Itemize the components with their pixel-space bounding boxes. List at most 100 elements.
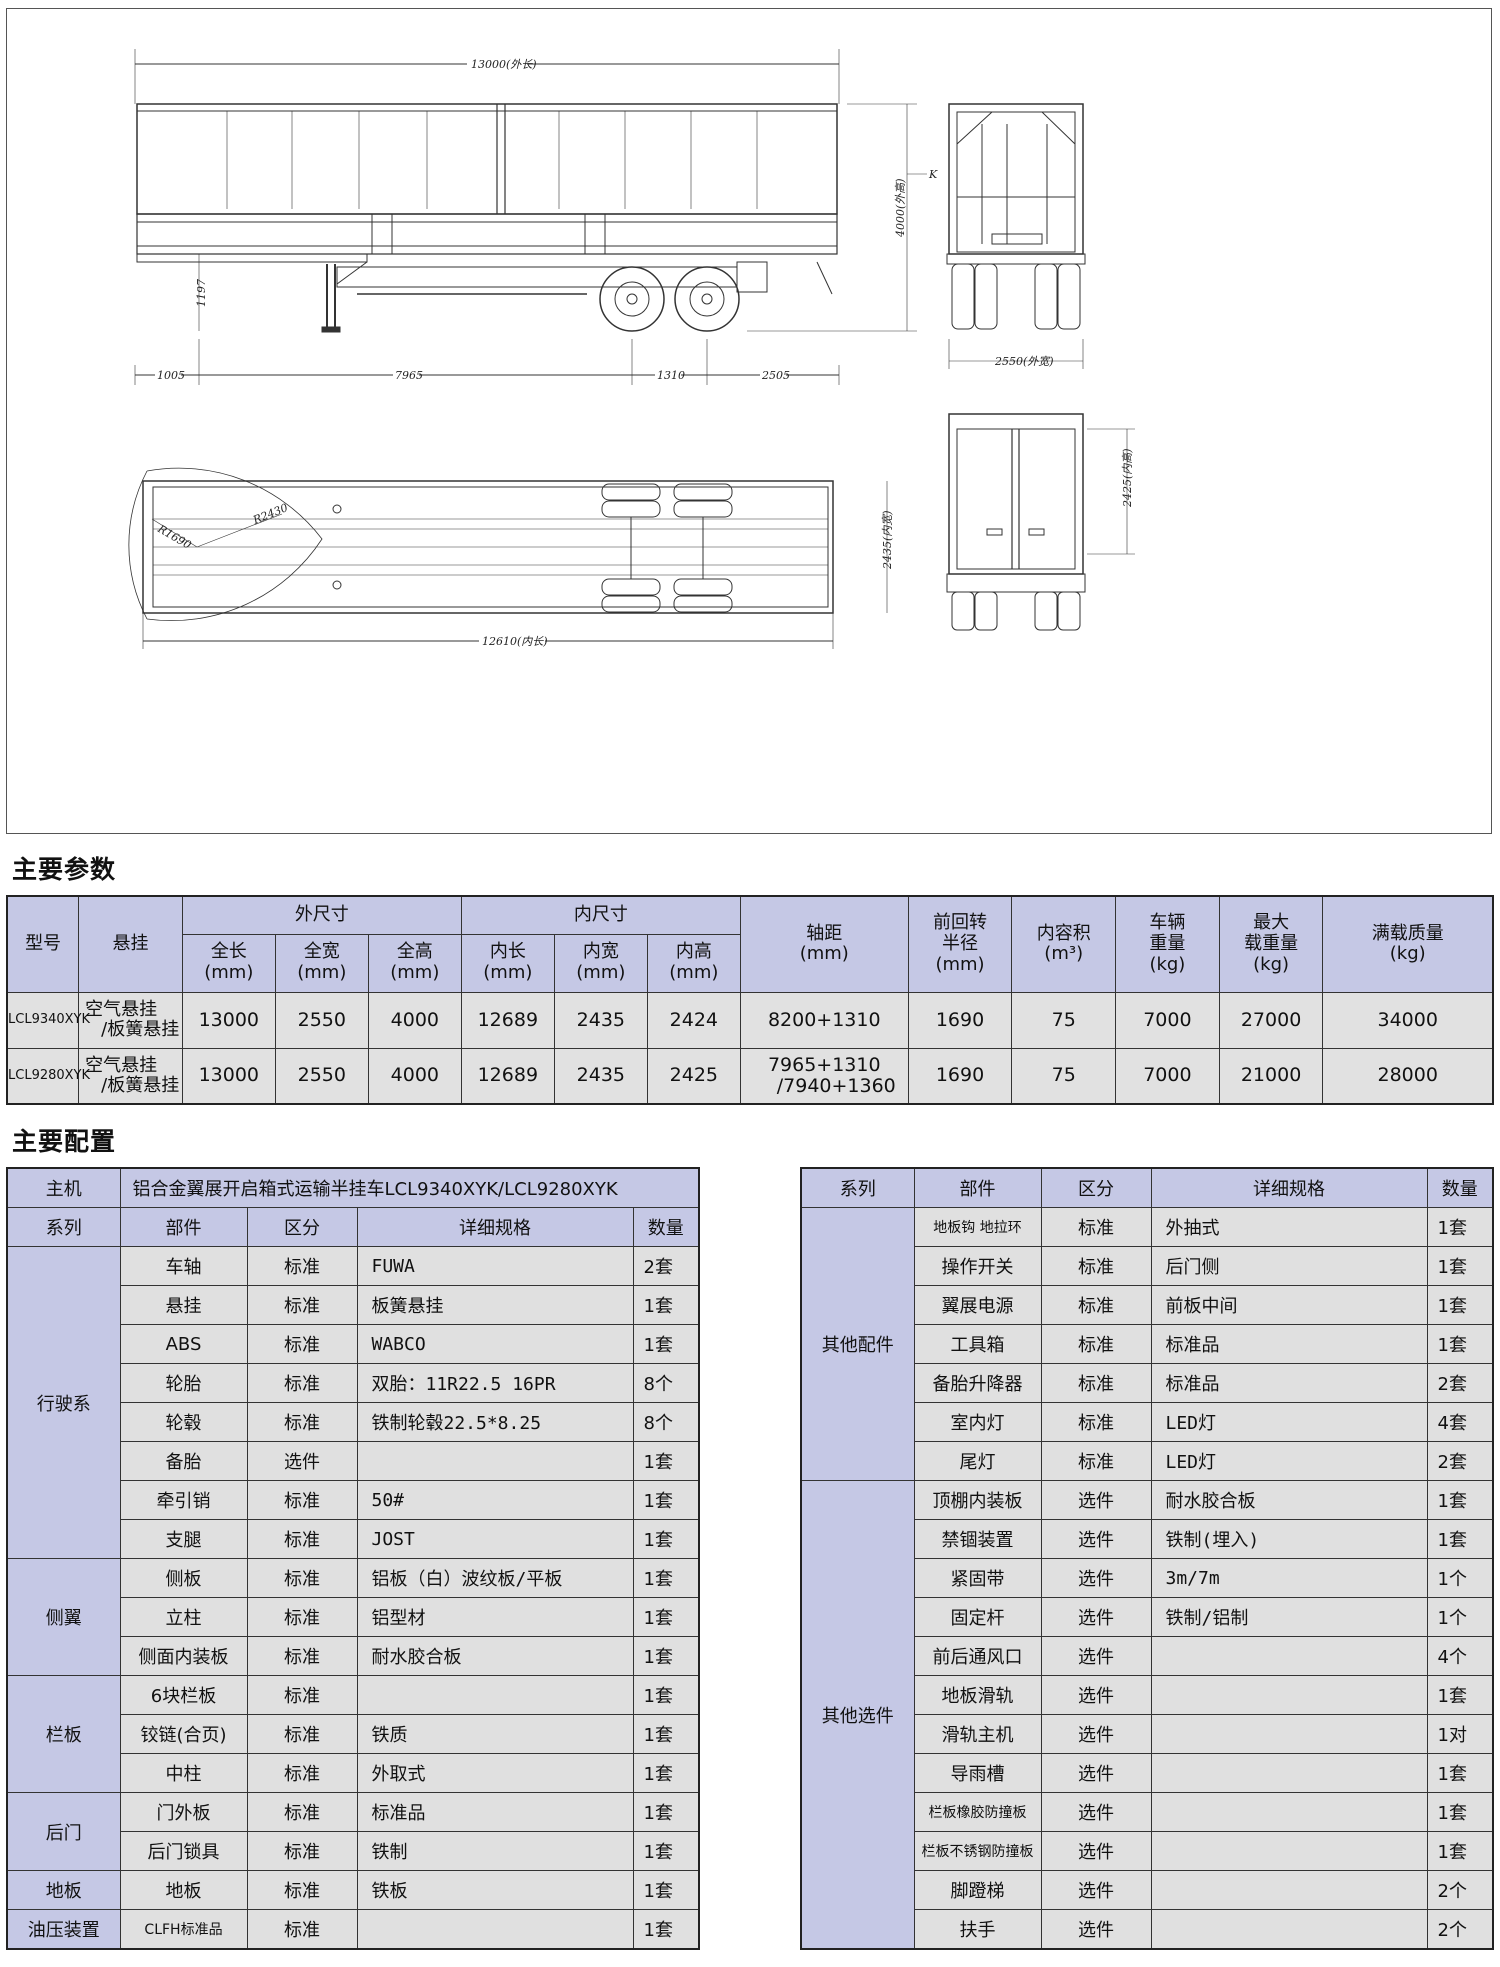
cell-qty: 1套 xyxy=(632,1324,700,1364)
cell-part: 门外板 xyxy=(119,1792,248,1832)
cell-qty: 1套 xyxy=(1426,1675,1494,1715)
group-label: 后门 xyxy=(6,1792,121,1871)
dim-overall-height: 4000(外高) xyxy=(894,178,907,238)
cell-spec: 铝型材 xyxy=(356,1597,634,1637)
cell-class: 标准 xyxy=(246,1246,358,1286)
row-wheelbase: 8200+1310 xyxy=(739,991,909,1049)
params-table: 型号 悬挂 外尺寸 内尺寸 轴距(mm) 前回转半径(mm) 内容积(m³) 车… xyxy=(6,895,1494,1105)
dim-seg-front: 1005 xyxy=(157,369,185,382)
cell-qty: 1套 xyxy=(632,1519,700,1559)
cell-spec xyxy=(1150,1714,1428,1754)
cell-class: 标准 xyxy=(246,1285,358,1325)
cell-spec: 铁制轮毂22.5*8.25 xyxy=(356,1402,634,1442)
hdr-part: 部件 xyxy=(913,1167,1042,1208)
cell-part: 牵引销 xyxy=(119,1480,248,1520)
cell-qty: 1套 xyxy=(1426,1519,1494,1559)
hdr-length: 全长(mm) xyxy=(181,933,276,993)
cell-spec: 标准品 xyxy=(1150,1324,1428,1364)
hdr-width: 全宽(mm) xyxy=(274,933,369,993)
row-volume: 75 xyxy=(1011,1047,1117,1105)
cell-spec: 标准品 xyxy=(1150,1363,1428,1403)
cell-qty: 1套 xyxy=(1426,1792,1494,1832)
row-gross: 34000 xyxy=(1322,991,1494,1049)
cell-part: 地板滑轨 xyxy=(913,1675,1042,1715)
cell-class: 标准 xyxy=(1040,1285,1152,1325)
row-volume: 75 xyxy=(1011,991,1117,1049)
cell-qty: 1套 xyxy=(1426,1480,1494,1520)
side-view: 13000(外长) xyxy=(134,49,938,385)
cell-class: 标准 xyxy=(1040,1207,1152,1247)
cell-qty: 8个 xyxy=(632,1363,700,1403)
hdr-series: 系列 xyxy=(800,1167,915,1208)
row-suspension: 空气悬挂/板簧悬挂 xyxy=(78,991,183,1049)
cell-class: 选件 xyxy=(1040,1558,1152,1598)
row-in-width: 2435 xyxy=(553,1047,648,1105)
hdr-in-width: 内宽(mm) xyxy=(553,933,648,993)
group-label: 栏板 xyxy=(6,1675,121,1793)
row-model: LCL9340XYK xyxy=(6,991,90,1049)
cell-qty: 1套 xyxy=(632,1753,700,1793)
cell-class: 标准 xyxy=(246,1558,358,1598)
cell-spec: 标准品 xyxy=(356,1792,634,1832)
cell-qty: 1个 xyxy=(1426,1558,1494,1598)
cell-class: 选件 xyxy=(246,1441,358,1481)
cell-part: 备胎 xyxy=(119,1441,248,1481)
cell-qty: 1套 xyxy=(632,1597,700,1637)
group-label: 行驶系 xyxy=(6,1246,121,1559)
cell-class: 标准 xyxy=(246,1714,358,1754)
row-wheelbase: 7965+1310/7940+1360 xyxy=(739,1047,909,1105)
cell-part: 操作开关 xyxy=(913,1246,1042,1286)
dim-seg-axle: 1310 xyxy=(657,369,685,382)
cell-class: 标准 xyxy=(246,1675,358,1715)
hdr-wheelbase: 轴距(mm) xyxy=(739,895,909,993)
row-curb: 7000 xyxy=(1115,991,1220,1049)
dim-overall-length: 13000(外长) xyxy=(471,58,537,71)
main-value: 铝合金翼展开启箱式运输半挂车LCL9340XYK/LCL9280XYK xyxy=(119,1167,700,1208)
cell-spec xyxy=(356,1441,634,1481)
cell-qty: 1套 xyxy=(632,1558,700,1598)
cell-class: 标准 xyxy=(1040,1324,1152,1364)
technical-drawing: 13000(外长) xyxy=(6,8,1492,834)
row-height: 4000 xyxy=(367,991,462,1049)
cell-spec: WABCO xyxy=(356,1324,634,1364)
dim-inner-length: 12610(内长) xyxy=(482,635,548,648)
dim-seg-rear: 2505 xyxy=(761,369,790,382)
config-title: 主要配置 xyxy=(12,1127,117,1156)
trailer-blueprint: 13000(外长) xyxy=(128,49,1135,649)
header-row: 系列部件区分详细规格数量 xyxy=(6,1207,700,1247)
cell-class: 标准 xyxy=(246,1792,358,1832)
rear-view: 2425(内高) xyxy=(946,413,1135,631)
group-label: 油压装置 xyxy=(6,1909,121,1950)
hdr-class: 区分 xyxy=(1040,1167,1152,1208)
group-label: 侧翼 xyxy=(6,1558,121,1676)
dim-kingpin-height: 1197 xyxy=(195,279,208,307)
cell-part: 扶手 xyxy=(913,1909,1042,1950)
cell-spec xyxy=(1150,1792,1428,1832)
cell-class: 选件 xyxy=(1040,1597,1152,1637)
table-row: 备胎选件 1套 xyxy=(7,1441,700,1481)
hdr-part: 部件 xyxy=(119,1207,248,1247)
cell-spec xyxy=(1150,1636,1428,1676)
cell-class: 标准 xyxy=(246,1519,358,1559)
row-length: 13000 xyxy=(181,1047,276,1105)
cell-spec xyxy=(1150,1870,1428,1910)
cell-qty: 4个 xyxy=(1426,1636,1494,1676)
cell-spec: 双胎：11R22.5 16PR xyxy=(356,1363,634,1403)
cell-qty: 1套 xyxy=(1426,1831,1494,1871)
cell-qty: 1套 xyxy=(632,1441,700,1481)
